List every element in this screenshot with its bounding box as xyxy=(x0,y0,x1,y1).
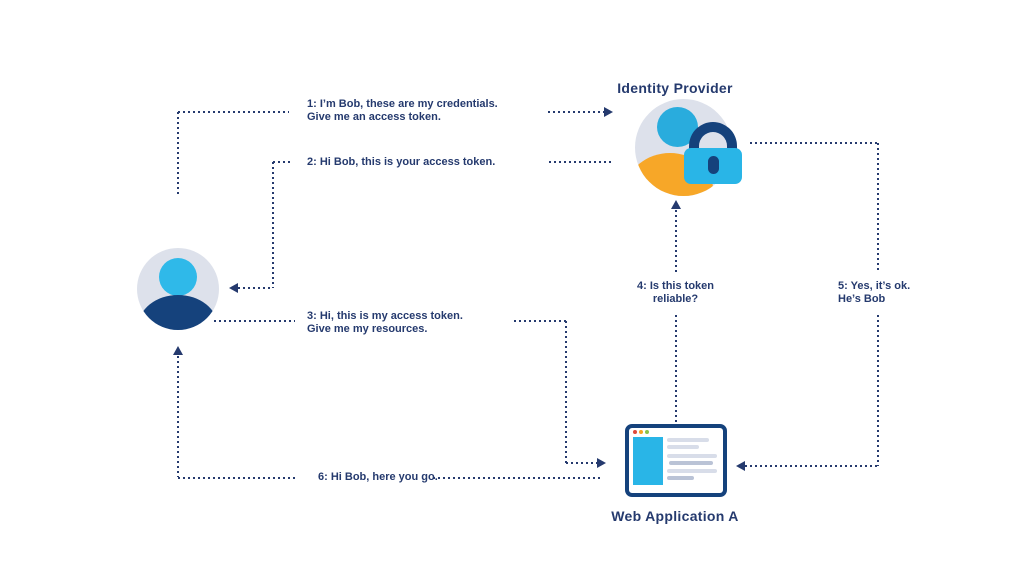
web-application-title: Web Application A xyxy=(611,508,739,524)
step-4-line xyxy=(675,210,677,272)
step-5-line xyxy=(877,315,879,466)
step-6-line xyxy=(178,477,295,479)
padlock-keyhole xyxy=(708,156,719,174)
step-5-label: 5: Yes, it’s ok. He’s Bob xyxy=(838,280,911,305)
padlock-icon xyxy=(684,122,742,186)
window-text-line xyxy=(667,445,699,449)
step-6-arrowhead xyxy=(173,346,183,355)
step-1-arrowhead xyxy=(604,107,613,117)
window-text-line xyxy=(667,454,717,458)
step-3-label: 3: Hi, this is my access token. Give me … xyxy=(307,310,463,335)
step-4-line xyxy=(675,315,677,424)
step-5-line xyxy=(745,465,878,467)
step-3-line xyxy=(565,321,567,463)
step-3-line xyxy=(566,462,597,464)
window-text-line xyxy=(667,476,694,480)
step-2-line xyxy=(273,161,290,163)
window-text-line xyxy=(667,469,717,473)
step-4-arrowhead xyxy=(671,200,681,209)
window-dot-green xyxy=(645,430,649,434)
step-3-arrowhead xyxy=(597,458,606,468)
step-2-line xyxy=(272,162,274,288)
window-text-line xyxy=(669,461,713,465)
step-5-line xyxy=(877,143,879,272)
step-3-line xyxy=(214,320,295,322)
step-1-line xyxy=(177,112,179,197)
step-5-arrowhead xyxy=(736,461,745,471)
step-3-line xyxy=(514,320,566,322)
padlock-shackle xyxy=(689,122,737,152)
step-2-line xyxy=(238,287,273,289)
step-1-line xyxy=(548,111,604,113)
window-content-image xyxy=(633,437,663,485)
user-body-shape xyxy=(138,295,218,330)
window-text-line xyxy=(667,438,709,442)
step-6-label: 6: Hi Bob, here you go. xyxy=(318,471,438,483)
step-6-line xyxy=(177,356,179,477)
user-head-shape xyxy=(159,258,197,296)
browser-window-icon xyxy=(625,424,727,497)
step-5-line xyxy=(750,142,878,144)
user-icon xyxy=(137,248,219,330)
step-2-line xyxy=(549,161,611,163)
step-6-line xyxy=(433,477,600,479)
step-1-label: 1: I’m Bob, these are my credentials. Gi… xyxy=(307,98,498,123)
identity-provider-title: Identity Provider xyxy=(617,80,733,96)
window-dot-orange xyxy=(639,430,643,434)
step-1-line xyxy=(178,111,289,113)
step-2-label: 2: Hi Bob, this is your access token. xyxy=(307,156,496,168)
step-2-arrowhead xyxy=(229,283,238,293)
window-dot-red xyxy=(633,430,637,434)
step-4-label: 4: Is this token reliable? xyxy=(636,280,715,305)
